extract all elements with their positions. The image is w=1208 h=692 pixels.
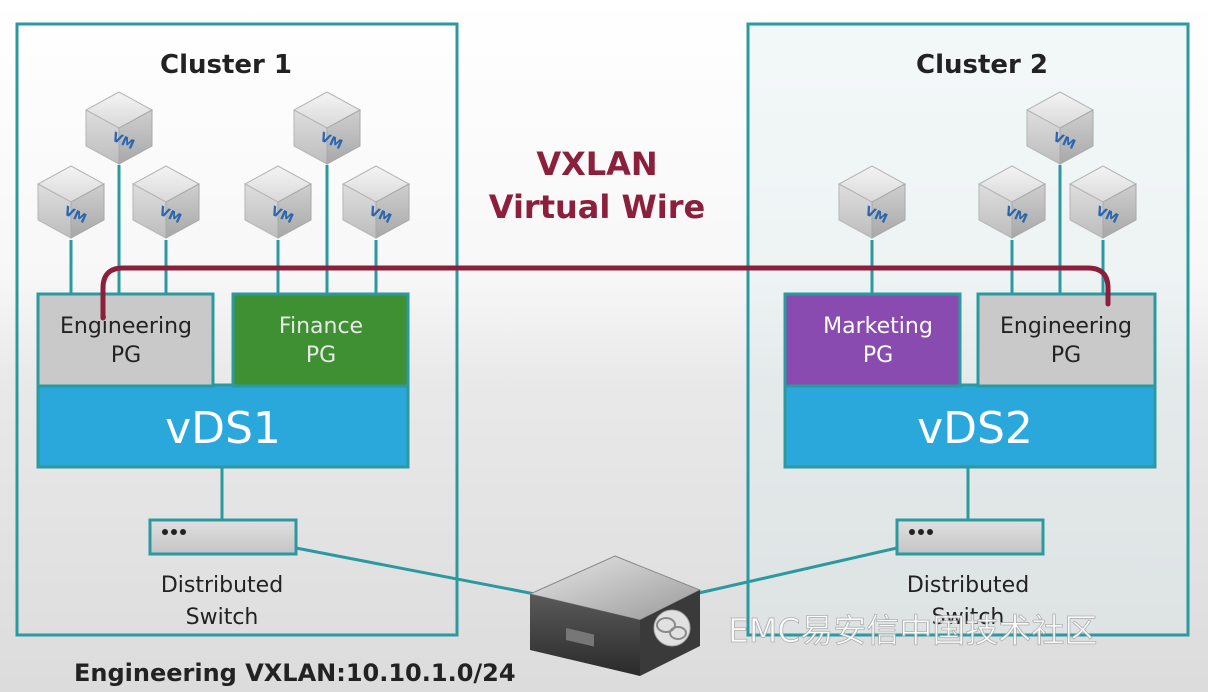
vm-icon: VM — [293, 91, 361, 165]
vds2-bar — [783, 383, 1157, 469]
switch-icon — [148, 518, 298, 556]
watermark-text: EMC易安信中国技术社区 — [728, 611, 1097, 650]
vm-icon: VM — [85, 91, 153, 165]
switch1-to-router-line — [295, 546, 541, 597]
vm-icon: VM — [132, 165, 200, 239]
switch2-to-router-line — [689, 546, 898, 597]
vxlan-title-line1: VXLAN — [536, 145, 657, 183]
c1-finance-pg-line2: PG — [306, 343, 336, 368]
c1-engineering-pg — [36, 292, 215, 388]
c2-marketing-pg-line1: Marketing — [823, 314, 933, 339]
c1-engineering-pg-line2: PG — [111, 343, 141, 368]
c2-engineering-pg-line1: Engineering — [1000, 314, 1132, 339]
switch2-label-line2: Switch — [932, 605, 1005, 630]
c2-engineering-pg-line2: PG — [1051, 343, 1081, 368]
footer-vxlan-label: Engineering VXLAN:10.10.1.0/24 — [74, 659, 516, 687]
c1-finance-pg — [231, 292, 410, 388]
wechat-icon — [653, 609, 691, 647]
c2-marketing-pg-line2: PG — [863, 343, 893, 368]
cluster-2-title: Cluster 2 — [916, 50, 1048, 80]
vxlan-title-line2: Virtual Wire — [489, 188, 705, 226]
c1-finance-pg-line1: Finance — [279, 314, 363, 339]
vm-icon: VM — [1026, 91, 1094, 165]
vm-icon: VM — [838, 165, 906, 239]
vm-icon: VM — [244, 165, 312, 239]
c2-marketing-pg — [783, 292, 962, 388]
switch1-label-line2: Switch — [186, 605, 259, 630]
vxlan-virtual-wire — [100, 265, 1111, 321]
switch-icon — [895, 518, 1045, 556]
vm-icon: VM — [978, 165, 1046, 239]
cluster-1-box — [15, 22, 459, 637]
switch1-label-line1: Distributed — [161, 573, 283, 598]
vm-icon: VM — [1069, 165, 1137, 239]
switch2-label-line1: Distributed — [907, 573, 1029, 598]
vm-icon: VM — [342, 165, 410, 239]
cluster-1-title: Cluster 1 — [160, 50, 292, 80]
vds1-label: vDS1 — [165, 403, 281, 454]
vds2-label: vDS2 — [917, 403, 1033, 454]
c2-engineering-pg — [976, 292, 1157, 388]
vm-icon: VM — [37, 165, 105, 239]
c1-engineering-pg-line1: Engineering — [60, 314, 192, 339]
